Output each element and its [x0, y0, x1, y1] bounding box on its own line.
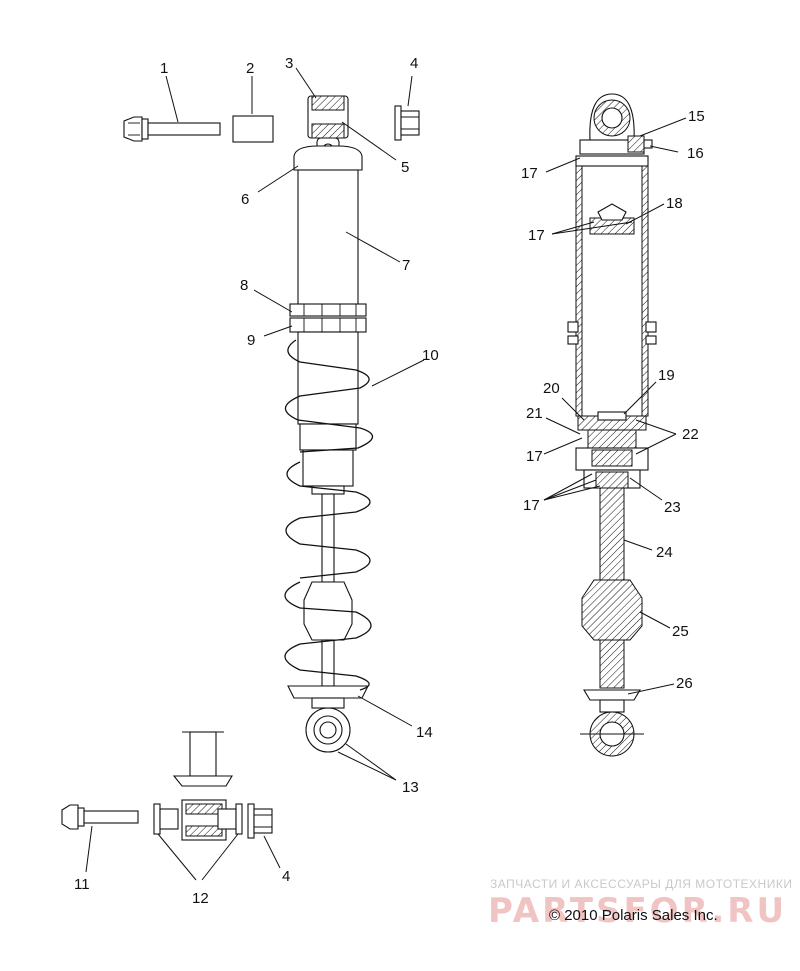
watermark-brand: PARTSFOR.RU: [488, 891, 787, 931]
copyright-text: © 2010 Polaris Sales Inc.: [549, 907, 718, 924]
watermark-caption: ЗАПЧАСТИ И АКСЕССУАРЫ ДЛЯ МОТОТЕХНИКИ: [490, 877, 792, 891]
callout-17-c: 17: [526, 448, 543, 465]
callout-4-top: 4: [410, 55, 418, 72]
part-6-top-eye: [293, 137, 363, 171]
callout-3: 3: [285, 55, 293, 72]
part-11-bolt: [61, 804, 139, 830]
part-4-nut-top: [394, 105, 420, 141]
callout-14: 14: [416, 724, 433, 741]
callout-10: 10: [422, 347, 439, 364]
callout-23: 23: [664, 499, 681, 516]
part-13-lower-eye: [305, 707, 351, 753]
callout-8: 8: [240, 277, 248, 294]
part-9-lock-ring: [289, 317, 367, 333]
callout-9: 9: [247, 332, 255, 349]
callout-17-b: 17: [528, 227, 545, 244]
part-3-bushing: [307, 95, 349, 139]
callout-15: 15: [688, 108, 705, 125]
part-2-spacer: [232, 115, 274, 143]
part-4-nut-bottom: [247, 803, 273, 839]
callout-21: 21: [526, 405, 543, 422]
part-12-bushings: [153, 803, 243, 835]
callout-1: 1: [160, 60, 168, 77]
shaft: [321, 493, 335, 583]
part-1-bolt: [123, 116, 221, 142]
callout-18: 18: [666, 195, 683, 212]
callout-25: 25: [672, 623, 689, 640]
callout-4-bottom: 4: [282, 868, 290, 885]
callout-24: 24: [656, 544, 673, 561]
callout-11: 11: [74, 876, 90, 893]
callout-17-d: 17: [523, 497, 540, 514]
part-10-spring: [284, 339, 374, 691]
callout-5: 5: [401, 159, 409, 176]
callout-7: 7: [402, 257, 410, 274]
callout-22: 22: [682, 426, 699, 443]
callout-19: 19: [658, 367, 675, 384]
callout-12: 12: [192, 890, 209, 907]
callout-16: 16: [687, 145, 704, 162]
part-7-body: [297, 169, 359, 313]
part-14-spring-seat: [287, 685, 369, 699]
callout-6: 6: [241, 191, 249, 208]
callout-20: 20: [543, 380, 560, 397]
callout-labels: 1 2 3 4 5 6 7 8 9 10 11 12 13 14 15 16 1…: [74, 55, 705, 907]
callout-2: 2: [246, 60, 254, 77]
callout-13: 13: [402, 779, 419, 796]
callout-26: 26: [676, 675, 693, 692]
leader-lines: [85, 67, 687, 881]
section-view-assembly: [567, 93, 657, 757]
part-8-adjuster-ring: [289, 303, 367, 317]
callout-17-a: 17: [521, 165, 538, 182]
